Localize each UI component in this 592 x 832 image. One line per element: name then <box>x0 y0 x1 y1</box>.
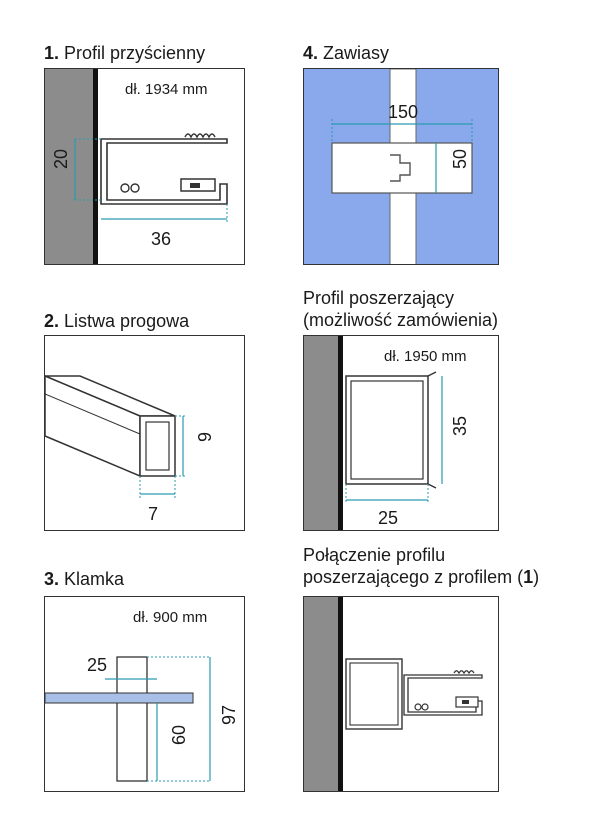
panel5-title-line1: Profil poszerzający <box>303 288 455 308</box>
hinge-body <box>331 142 473 194</box>
glass-strip <box>45 692 194 704</box>
profile-teeth <box>184 133 216 139</box>
profile-inner <box>350 380 424 480</box>
panel3-drawing: 25 60 97 <box>45 655 239 782</box>
panel4-number: 4. <box>303 43 319 63</box>
bar-end-hollow <box>145 421 170 471</box>
panel5-widening-profile: 35 25 dł. 1950 mm <box>303 335 499 531</box>
panel4-hinges: 150 50 <box>303 68 499 265</box>
panel4-drawing: 150 50 <box>304 69 498 264</box>
dim-inner-label: 60 <box>169 725 189 745</box>
wall-edge <box>338 597 343 791</box>
panel3-title: 3. Klamka <box>44 568 124 590</box>
wall <box>45 69 93 264</box>
dim-height-label: 50 <box>450 149 470 169</box>
profile-screw-2 <box>130 183 140 193</box>
panel2-title: 2. Listwa progowa <box>44 310 189 332</box>
profile-teeth <box>453 670 475 675</box>
panel6-title-line2-end: ) <box>533 567 540 587</box>
hinge-pin <box>390 154 411 182</box>
dim-total-label: 97 <box>219 705 239 725</box>
panel1-title: 1. Profil przyścienny <box>44 42 205 64</box>
panel6-title-line2-text: poszerzającego z profilem ( <box>303 567 524 587</box>
panel4-title: 4. Zawiasy <box>303 42 389 64</box>
panel6-title-number: 1 <box>523 567 534 587</box>
panel6-title: Połączenie profilu poszerzającego z prof… <box>303 544 539 588</box>
panel6-title-line1: Połączenie profilu <box>303 545 446 565</box>
profile-screw <box>120 183 130 193</box>
wall-edge <box>338 336 343 530</box>
panel5-title: Profil poszerzający (możliwość zamówieni… <box>303 287 498 331</box>
panel3-length: dł. 900 mm <box>133 609 208 626</box>
panel6-profile-connection <box>303 596 499 792</box>
panel6-drawing <box>304 597 483 791</box>
dim-width-label: 150 <box>388 102 418 122</box>
handle-bar <box>116 656 148 782</box>
panel4-label: Zawiasy <box>323 43 390 63</box>
dim-width-label: 25 <box>87 655 107 675</box>
panel5-length: dł. 1950 mm <box>384 348 467 365</box>
dim-height-label: 35 <box>450 416 470 436</box>
profile-outline <box>100 138 228 205</box>
wall <box>304 336 338 530</box>
panel2-threshold-strip: 9 7 <box>44 335 245 531</box>
panel6-title-line2: poszerzającego z profilem (1) <box>303 566 539 588</box>
panel1-length: dł. 1934 mm <box>125 81 208 98</box>
panel5-drawing: 35 25 <box>304 336 470 530</box>
wall-profile <box>403 674 483 716</box>
panel1-label: Profil przyścienny <box>64 43 206 63</box>
profile-clip-core <box>190 183 200 188</box>
panel2-number: 2. <box>44 311 60 331</box>
widening-profile-inner <box>349 662 399 726</box>
dim-height-label: 9 <box>195 432 215 442</box>
panel3-label: Klamka <box>64 569 125 589</box>
dim-width-label: 7 <box>148 504 158 524</box>
panel3-handle: 25 60 97 dł. 900 mm <box>44 596 245 792</box>
dim-width-label: 36 <box>151 229 171 249</box>
panel5-title-line2: (możliwość zamówienia) <box>303 310 499 330</box>
dim-height-label: 20 <box>51 149 71 169</box>
panel1-number: 1. <box>44 43 60 63</box>
dim-width-label: 25 <box>378 508 398 528</box>
panel2-label: Listwa progowa <box>64 311 190 331</box>
panel3-number: 3. <box>44 569 60 589</box>
panel2-drawing: 9 7 <box>45 375 215 524</box>
panel1-wall-profile: 20 36 dł. 1934 mm <box>44 68 245 265</box>
wall <box>304 597 338 791</box>
panel1-drawing: 20 36 <box>45 69 228 264</box>
wall-edge <box>93 69 98 264</box>
